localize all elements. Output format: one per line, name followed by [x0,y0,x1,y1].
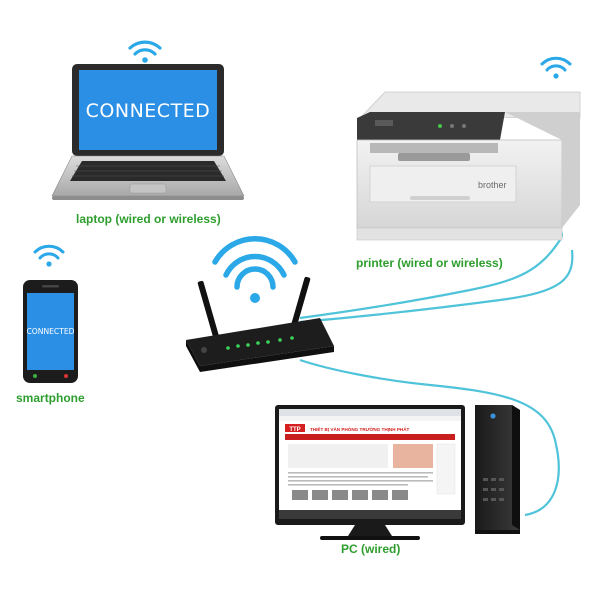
printer-label: printer (wired or wireless) [356,256,503,270]
wifi-icon [212,235,298,303]
laptop-icon [51,64,245,200]
pc-tower-icon [475,405,520,534]
phone-screen [27,293,74,370]
router-icon [186,276,334,372]
pc-label: PC (wired) [341,542,401,556]
laptop-label: laptop (wired or wireless) [76,212,221,226]
wifi-icon [33,244,65,267]
monitor-logo-text: TTP [289,427,300,433]
phone-screen-text: CONNECTED [26,327,74,336]
cable-router-to-pc [299,358,560,517]
smartphone-label: smartphone [16,391,85,405]
printer-brand: brother [478,180,507,190]
wifi-icon [128,40,162,63]
cable-router-to-printer-2 [299,249,574,324]
wifi-icon [540,56,572,79]
smartphone-icon [23,280,78,383]
monitor-icon [275,405,465,540]
printer-icon [356,91,581,241]
monitor-site-title: THIẾT BỊ VĂN PHÒNG TRƯỜNG THỊNH PHÁT [310,425,410,432]
laptop-screen-text: CONNECTED [86,100,211,122]
cable-router-to-printer [299,226,564,320]
laptop-screen [79,70,217,150]
